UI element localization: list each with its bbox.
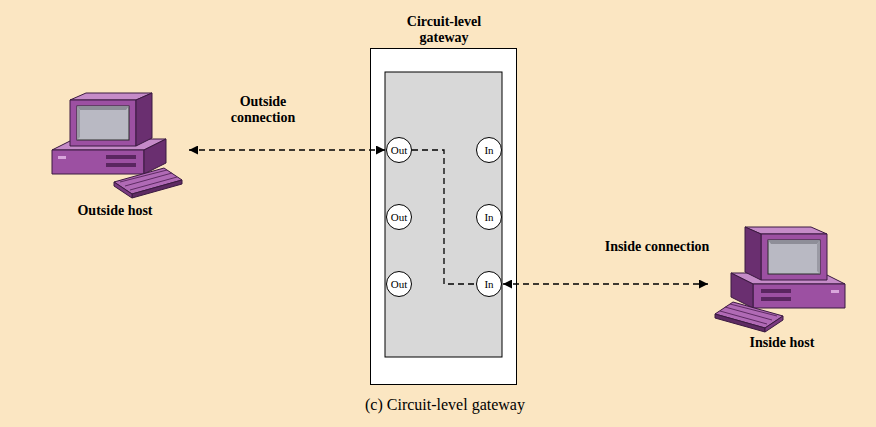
figure-caption: (c) Circuit-level gateway [245, 396, 645, 414]
port-circle: Out [386, 271, 412, 297]
port-label: In [476, 271, 502, 297]
port-circle: Out [386, 204, 412, 230]
computer-illustration [52, 93, 182, 198]
port-circle-shape [387, 272, 412, 297]
port-label: In [476, 137, 502, 163]
host-computer: Inside host [712, 225, 852, 351]
dashed-connector [412, 150, 476, 284]
port-circle-shape [387, 205, 412, 230]
gateway-ground [370, 48, 517, 385]
port-circle: In [476, 137, 502, 163]
gateway-box: Circuit-level gatewayOutInOutInOutIn [370, 48, 517, 385]
port-label: Out [386, 137, 412, 163]
connection-label: Outside connection [208, 94, 318, 126]
port-circle-shape [477, 205, 502, 230]
dashed-connector [189, 149, 385, 150]
dashed-connector [503, 283, 708, 284]
port-circle: In [476, 271, 502, 297]
port-label: Out [386, 271, 412, 297]
port-circle-shape [477, 272, 502, 297]
port-circle: Out [386, 137, 412, 163]
connection-label: Inside connection [602, 239, 712, 255]
computer-illustration [715, 227, 845, 332]
gateway-heading: Circuit-level gateway [384, 14, 504, 49]
gateway-panel [385, 72, 502, 357]
host-label: Outside host [45, 203, 185, 219]
port-label: Out [386, 204, 412, 230]
host-label: Inside host [712, 335, 852, 351]
port-circle: In [476, 204, 502, 230]
port-circle-shape [387, 138, 412, 163]
port-circle-shape [477, 138, 502, 163]
host-computer: Outside host [45, 90, 185, 219]
port-label: In [476, 204, 502, 230]
